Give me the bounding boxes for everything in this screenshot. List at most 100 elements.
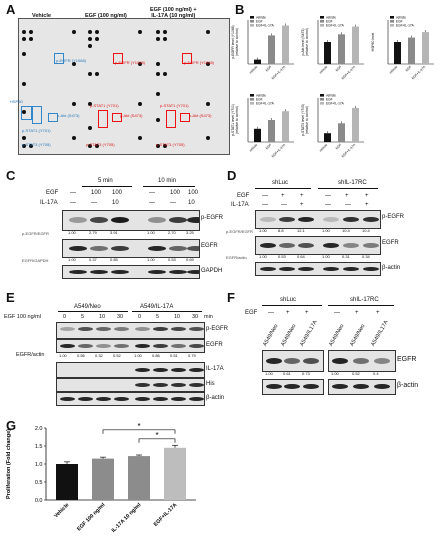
f-blot-egfr-1 — [262, 350, 324, 372]
b-bar — [282, 111, 289, 142]
c-ratio2-value: 0.69 — [186, 257, 194, 262]
c-egf-dose: 100 — [91, 190, 102, 196]
b-legend-swatch — [390, 16, 394, 19]
c-band-egfr — [187, 246, 199, 251]
g-xtick-label: EGF+IL-17A — [153, 502, 179, 528]
e-band — [153, 383, 168, 387]
b-xtick: EGF — [265, 143, 272, 150]
b-ylabel: p-STAT3 level (Y705) — [301, 104, 305, 136]
e-band — [189, 327, 204, 331]
c-il17a-label: IL-17A — [40, 200, 58, 206]
d-egf-label: EGF — [237, 193, 250, 199]
g-ytick-label: 1.5 — [35, 444, 43, 450]
e-band — [60, 397, 75, 401]
c-ratio1-label: p-EGFR/EGFR — [22, 231, 49, 236]
b-bar — [408, 37, 415, 64]
e-band — [171, 344, 186, 348]
b-ylabel: (relative to control) — [305, 106, 309, 134]
e-band — [96, 344, 111, 348]
b-legend-entry: EGF — [326, 19, 333, 23]
e-band — [171, 383, 186, 387]
d-il17a-sign: + — [365, 202, 369, 208]
e-band — [78, 397, 93, 401]
e-band — [135, 327, 150, 331]
c-blot-gapdh — [62, 265, 200, 279]
e-band — [153, 397, 168, 401]
e-band — [114, 397, 129, 401]
d-group-line-1 — [255, 188, 311, 189]
b-xtick: EGF — [265, 65, 272, 72]
c-band-pegfr — [111, 217, 129, 223]
f-band-actin — [374, 384, 390, 389]
c-ratio1-value: 2.70 — [168, 230, 176, 235]
c-ratio2-label: EGFR/GAPDH — [22, 258, 49, 263]
f-lane-label: A549/IL17A — [299, 319, 319, 348]
d-ratio1-label: p-EGFR/EGFR — [226, 229, 253, 234]
b-bar — [324, 133, 331, 142]
d-band-actin — [363, 267, 379, 271]
panel-label-e: E — [6, 290, 15, 305]
c-time-line-2 — [143, 186, 195, 187]
b-legend-entry: EGF — [256, 97, 263, 101]
f-egf-sign: — — [334, 310, 340, 316]
e-blot-actin — [56, 392, 205, 406]
e-ratio-value: 0.56 — [77, 353, 85, 358]
d-label-pegfr: p-EGFR — [382, 214, 405, 220]
e-label-actin: β-actin — [206, 395, 225, 401]
e-label-egfr: EGFR — [206, 342, 223, 348]
e-unit-min: min — [204, 314, 213, 320]
c-ratio2-value: 0.53 — [168, 257, 176, 262]
d-band-egfr — [298, 243, 314, 248]
box-stat1-vehicle — [32, 106, 42, 124]
b-legend-swatch — [250, 24, 254, 27]
e-ratio-value: 0.79 — [188, 353, 196, 358]
e-band — [171, 368, 186, 372]
d-band-actin — [298, 267, 314, 271]
e-band — [189, 368, 204, 372]
e-ratio-label: EGFR/actin — [16, 352, 45, 358]
label-akt-combo: p-Akt (S473) — [189, 113, 212, 118]
d-egf-sign: + — [365, 193, 369, 199]
c-band-pegfr — [169, 217, 187, 223]
f-egf-sign: + — [376, 310, 380, 316]
f-egf-label: EGF — [245, 310, 258, 316]
g-significance-bracket — [138, 438, 176, 443]
d-group-shil17rc: shIL-17RC — [338, 180, 367, 186]
d-ratio1-value: 1.00 — [322, 228, 330, 233]
d-blot-actin — [255, 262, 381, 276]
box-egfr-vehicle — [54, 53, 64, 64]
c-ratio1-value: 1.00 — [68, 230, 76, 235]
c-band-gapdh — [111, 270, 129, 274]
e-band — [96, 397, 111, 401]
g-ylabel: Proliferation (Fold change) — [6, 429, 12, 499]
e-band — [96, 327, 111, 331]
d-ratio2-label: EGFR/actin — [226, 255, 247, 260]
f-label-actin: β-actin — [397, 382, 419, 389]
g-xtick-label: Vehicle — [53, 502, 70, 519]
e-ratio-value: 0.32 — [95, 353, 103, 358]
box-hsp60-vehicle — [21, 106, 32, 120]
c-band-egfr — [69, 246, 87, 251]
c-time-5min: 5 min — [98, 178, 113, 184]
label-stat3-vehicle: p-STAT3 (Y705) — [22, 142, 51, 147]
b-bar — [394, 42, 401, 64]
c-blot-egfr — [62, 239, 200, 258]
b-bar — [254, 128, 261, 142]
c-egf-dose: 100 — [170, 190, 181, 196]
b-ylabel: p-STAT1 level (Y701) — [231, 104, 235, 136]
g-significance-bracket — [102, 429, 176, 434]
e-band — [78, 327, 93, 331]
c-ratio1-value: 2.79 — [89, 230, 97, 235]
label-egfr-vehicle: p-EGFR (Y1068) — [56, 58, 87, 63]
b-legend-entry: EGF — [396, 19, 403, 23]
box-stat1-combo — [166, 110, 176, 128]
b-legend-entry: EGF — [326, 97, 333, 101]
b-xtick: EGF — [335, 65, 342, 72]
c-band-egfr — [148, 246, 166, 251]
b-legend-entry: EGF — [256, 19, 263, 23]
d-band-pegfr — [260, 217, 276, 222]
c-egf-dose: — — [149, 190, 155, 196]
c-band-egfr — [169, 246, 187, 251]
